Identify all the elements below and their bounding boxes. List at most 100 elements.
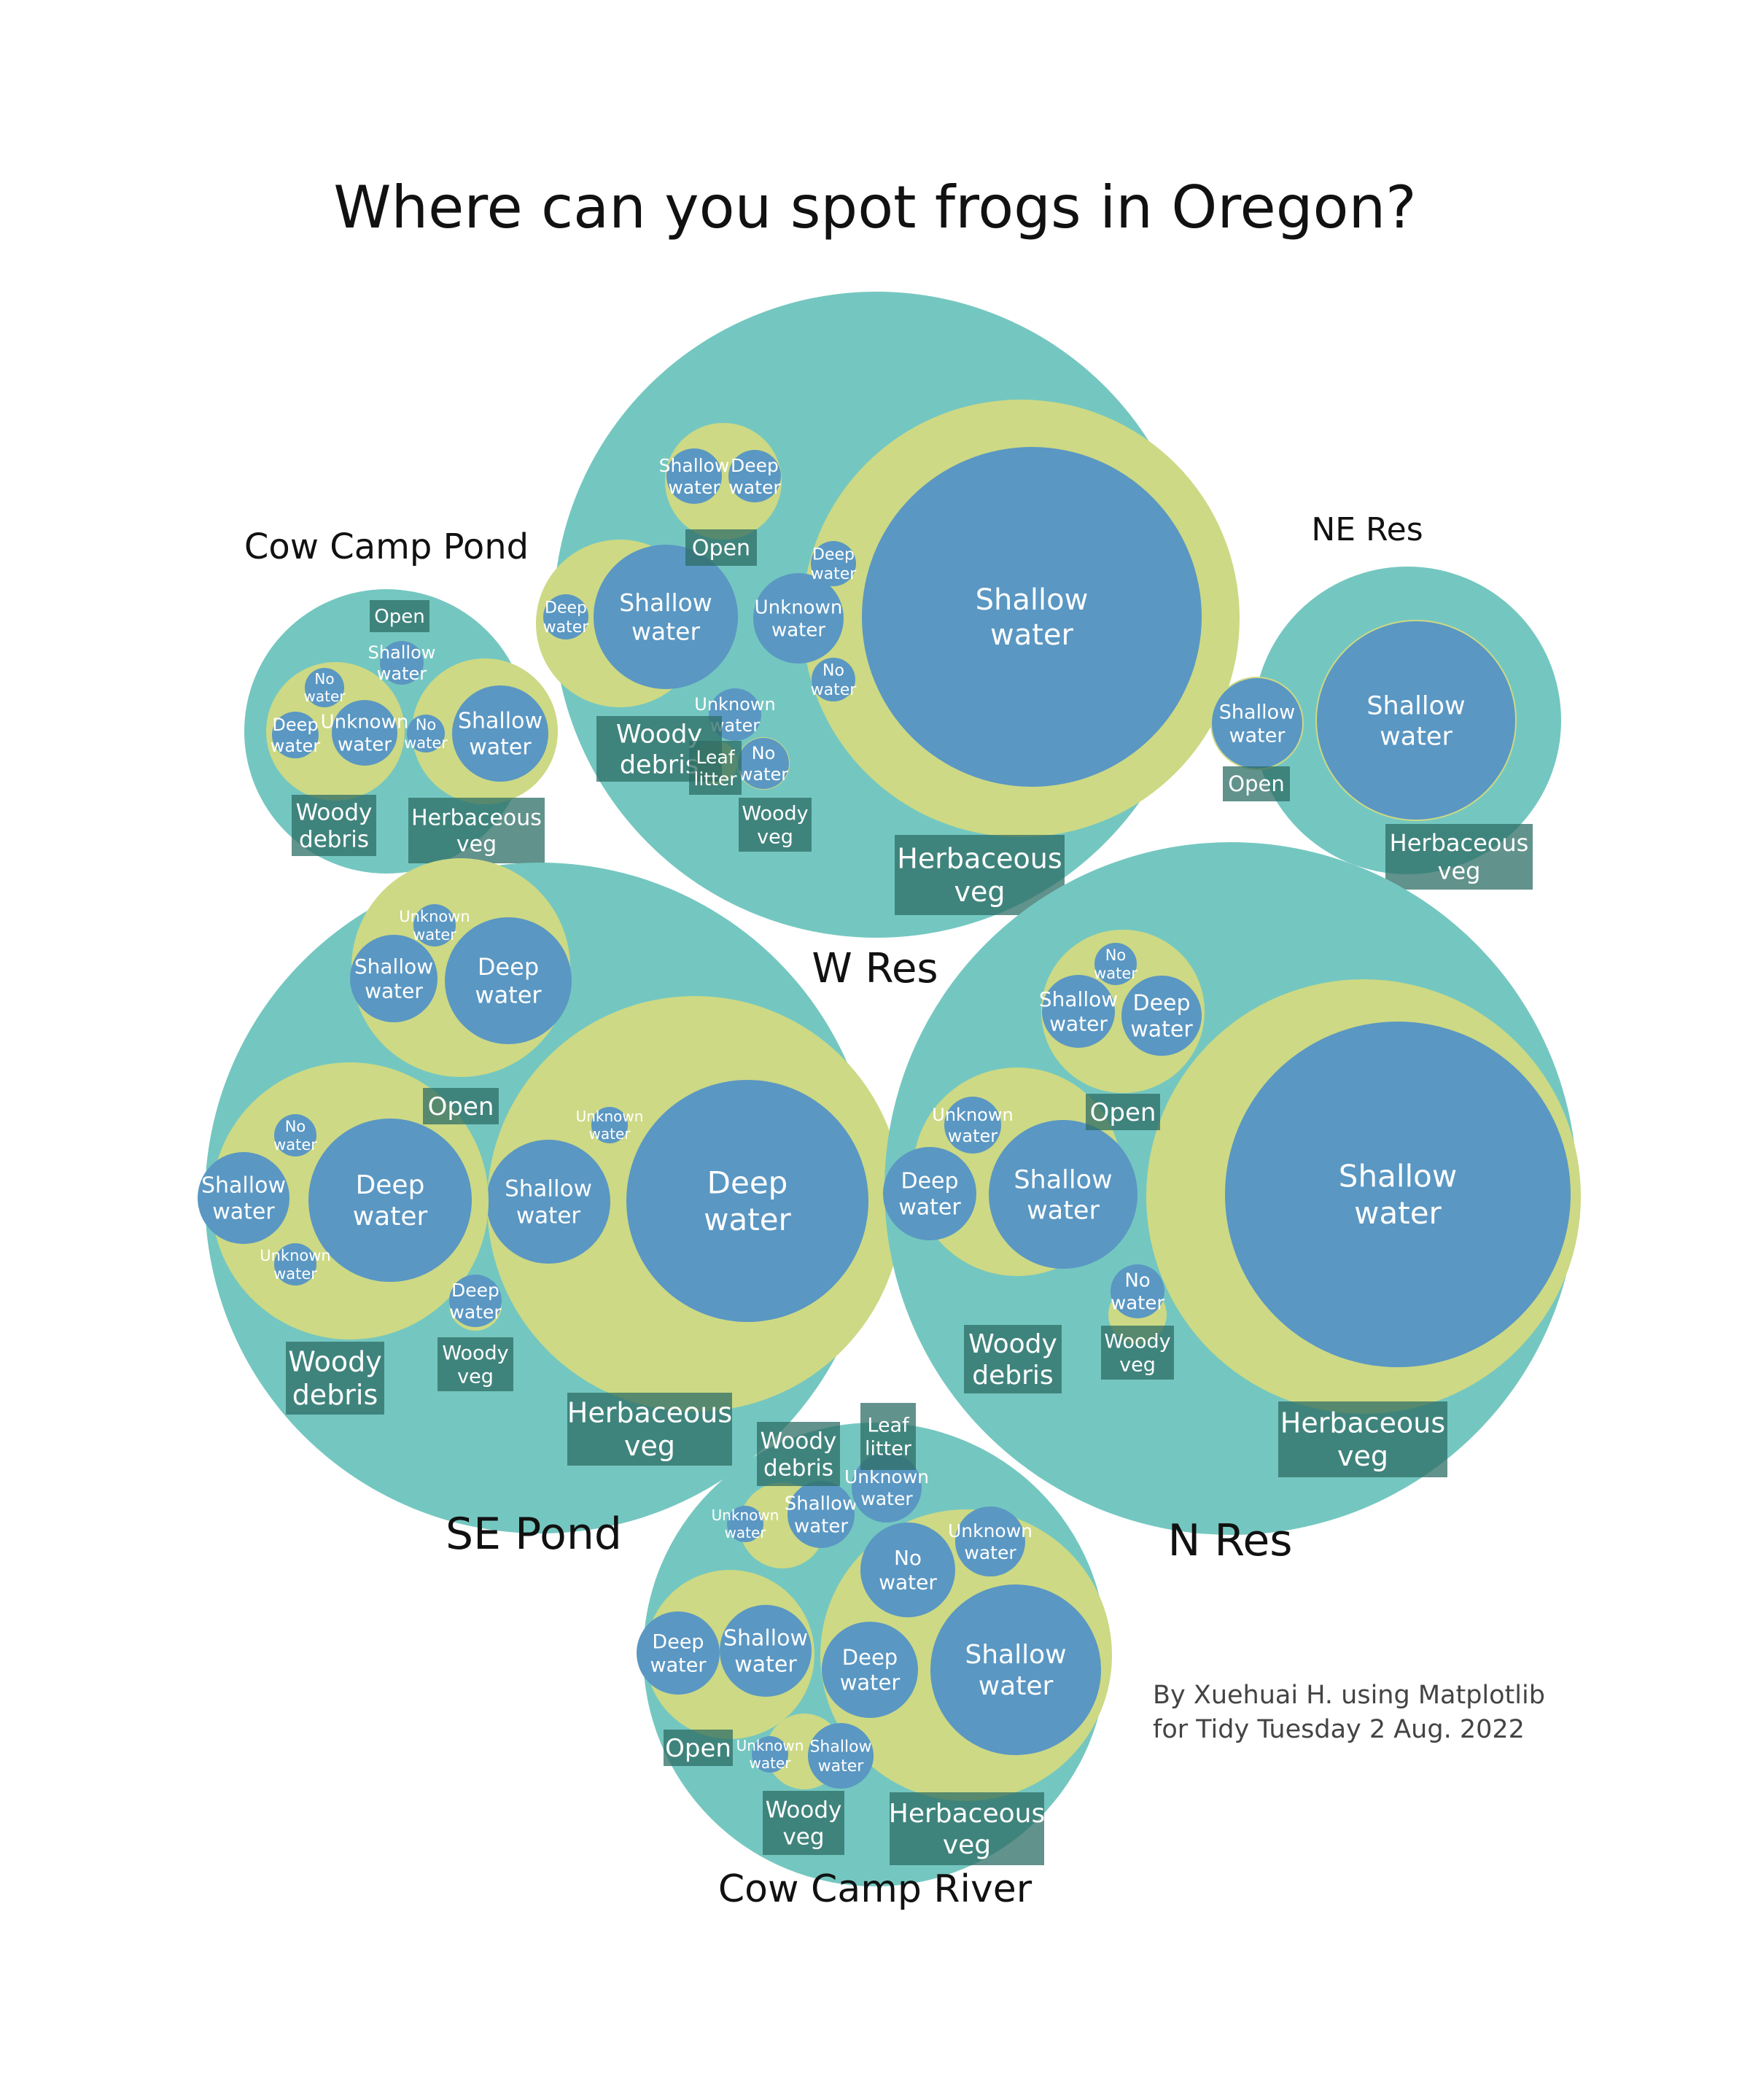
water-bubble [274,1114,316,1156]
water-bubble [637,1611,720,1695]
habitat-label-box [1101,1326,1174,1380]
habitat-label-box [689,741,742,795]
habitat-label: Open [1090,1098,1156,1127]
water-bubble [812,658,855,701]
water-bubble [445,917,572,1044]
water-bubble [380,641,424,685]
habitat-label-box [423,1088,499,1124]
water-bubble [808,1723,874,1789]
chart-title: Where can you spot frogs in Oregon? [333,174,1416,241]
site-label-se-pond: SE Pond [446,1509,622,1560]
water-bubble [452,685,548,782]
site-label-n-res: N Res [1167,1515,1292,1566]
water-bubble [449,1275,502,1327]
habitat-label-box [757,1422,840,1486]
habitat-label-box [292,795,376,856]
water-bubble [753,573,844,664]
credit-line-1: By Xuehuai H. using Matplotlib [1153,1681,1545,1710]
habitat-label-box [370,600,429,632]
site-label-w-res: W Res [812,945,938,992]
water-bubble [720,1605,812,1697]
water-bubble [728,450,781,502]
site-label-cow-camp-pond: Cow Camp Pond [244,526,529,567]
water-bubble [822,1622,918,1718]
water-bubble [308,1119,472,1282]
habitat-label-box [408,798,545,863]
habitat-label-box [286,1342,384,1415]
habitat-label-box [1385,824,1533,890]
habitat-label-box [1223,766,1290,801]
water-bubble [1111,1264,1164,1318]
habitat-label: Open [692,536,750,561]
water-bubble [1317,621,1515,820]
water-bubble [626,1080,868,1322]
habitat-label-box [739,798,812,852]
water-bubble [738,738,789,789]
water-bubble [883,1147,976,1240]
water-bubble [1094,943,1137,985]
habitat-label-box [763,1791,844,1855]
water-bubble [272,712,319,758]
water-bubble [332,700,397,766]
site-label-ne-res: NE Res [1311,511,1423,548]
water-bubble [860,1522,955,1617]
site-label-cow-camp-river: Cow Camp River [718,1867,1032,1911]
water-bubble [752,1736,788,1773]
habitat-label: Open [1228,771,1284,796]
water-bubble [1121,976,1202,1056]
habitat-label: Open [374,606,424,628]
water-bubble [989,1120,1138,1269]
water-bubble [543,594,588,639]
habitat-label-box [664,1730,733,1766]
water-bubble [955,1506,1025,1576]
water-bubble [666,448,722,504]
water-bubble [350,935,438,1022]
habitat-label: Open [428,1092,494,1121]
water-bubble [1212,678,1302,769]
water-bubble [198,1152,289,1244]
habitat-label-box [860,1403,916,1470]
